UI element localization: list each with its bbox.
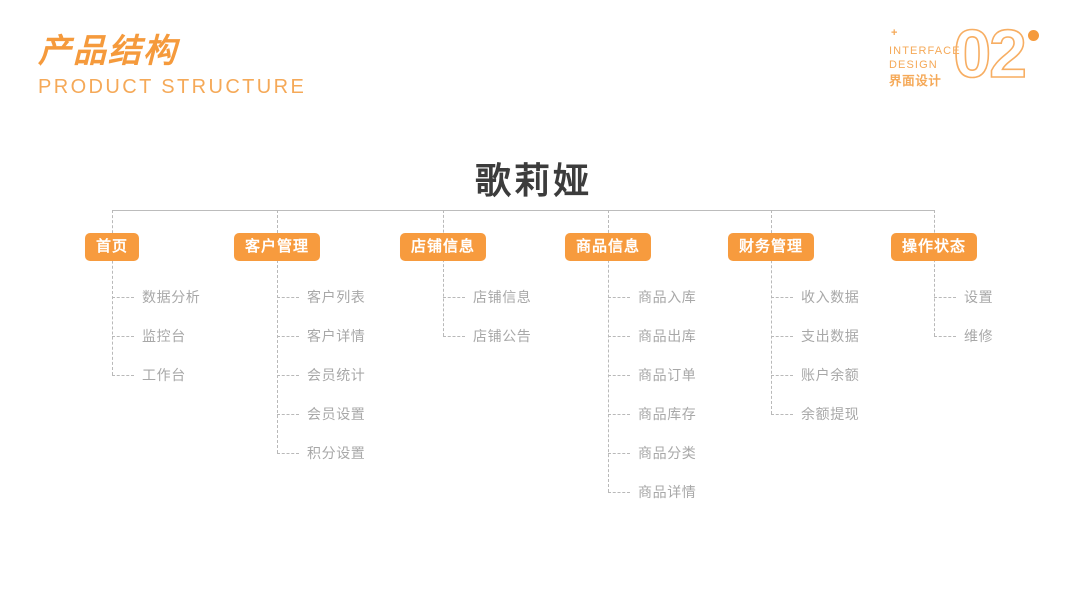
corner-badge-line2: DESIGN [889,59,938,72]
tree-leaf[interactable]: 商品出库 [608,328,696,344]
tree-leaf-connector [112,296,134,298]
tree-node-3[interactable]: 店铺信息 [399,233,487,262]
tree-leaf-connector [608,296,630,298]
tree-leaf[interactable]: 客户列表 [277,289,365,305]
tree-leaf-label: 支出数据 [801,328,860,344]
tree-leaf-label: 商品入库 [638,289,697,305]
tree-leaf-label: 客户列表 [307,289,366,305]
tree-leaf-connector [443,296,465,298]
tree-leaf-connector [608,452,630,454]
tree-node-2[interactable]: 客户管理 [233,233,321,262]
tree-leaf-label: 监控台 [142,328,186,344]
tree-leaf-connector [771,374,793,376]
tree-leaf-connector [771,335,793,337]
tree-leaf-connector [934,296,956,298]
tree-leaf[interactable]: 店铺公告 [443,328,531,344]
tree-leaf[interactable]: 收入数据 [771,289,859,305]
tree-node-6[interactable]: 操作状态 [890,233,978,262]
tree-leaf-connector [608,335,630,337]
tree-leaf[interactable]: 商品订单 [608,367,696,383]
tree-leaf-label: 会员统计 [307,367,366,383]
tree-leaf-label: 商品库存 [638,406,697,422]
tree-leaf[interactable]: 商品详情 [608,484,696,500]
tree-leaf[interactable]: 数据分析 [112,289,200,305]
tree-leaf-label: 设置 [964,289,994,305]
tree-leaf[interactable]: 商品入库 [608,289,696,305]
main-title: 歌莉娅 [474,160,592,201]
tree-leaf-label: 商品分类 [638,445,697,461]
corner-badge: + INTERFACE DESIGN 界面设计 02 [889,19,1039,104]
tree-leaf-connector [608,413,630,415]
tree-leaf[interactable]: 监控台 [112,328,186,344]
corner-badge-line-cn: 界面设计 [889,74,942,89]
section-number: 02 [953,16,1028,92]
tree-leaf-connector [277,452,299,454]
tree-leaf-connector [771,296,793,298]
tree-leaf[interactable]: 账户余额 [771,367,859,383]
plus-icon: + [891,27,898,39]
tree-leaf-connector [277,374,299,376]
tree-leaf-connector [771,413,793,415]
corner-badge-line1: INTERFACE [889,45,961,57]
tree-spine [934,210,935,336]
tree-leaf[interactable]: 维修 [934,328,993,344]
tree-bus-line [112,210,934,211]
tree-leaf-connector [112,335,134,337]
tree-leaf-connector [608,491,630,493]
slide-header: 产品结构 PRODUCT STRUCTURE [38,30,306,99]
tree-leaf[interactable]: 商品分类 [608,445,696,461]
tree-leaf-label: 店铺公告 [473,328,532,344]
accent-dot-icon [1028,30,1039,41]
tree-leaf-label: 客户详情 [307,328,366,344]
tree-spine [112,210,113,375]
tree-leaf-connector [277,413,299,415]
tree-leaf-label: 收入数据 [801,289,860,305]
tree-leaf[interactable]: 余额提现 [771,406,859,422]
tree-leaf-label: 工作台 [142,367,186,383]
tree-leaf-label: 店铺信息 [473,289,532,305]
tree-leaf-connector [277,335,299,337]
tree-leaf[interactable]: 会员统计 [277,367,365,383]
tree-node-1[interactable]: 首页 [84,233,140,262]
tree-leaf[interactable]: 商品库存 [608,406,696,422]
tree-leaf-connector [443,335,465,337]
tree-leaf-label: 账户余额 [801,367,860,383]
tree-leaf[interactable]: 工作台 [112,367,186,383]
tree-leaf[interactable]: 积分设置 [277,445,365,461]
tree-leaf-connector [277,296,299,298]
tree-leaf[interactable]: 店铺信息 [443,289,531,305]
tree-node-5[interactable]: 财务管理 [727,233,815,262]
page-title-en: PRODUCT STRUCTURE [38,76,307,99]
tree-spine [608,210,609,492]
tree-leaf-connector [608,374,630,376]
tree-leaf-label: 会员设置 [307,406,366,422]
tree-leaf-label: 积分设置 [307,445,366,461]
tree-leaf-label: 数据分析 [142,289,201,305]
tree-leaf[interactable]: 支出数据 [771,328,859,344]
tree-node-4[interactable]: 商品信息 [564,233,652,262]
tree-leaf-label: 维修 [964,328,994,344]
tree-leaf-connector [112,374,134,376]
tree-leaf-label: 商品详情 [638,484,697,500]
tree-leaf-label: 商品出库 [638,328,697,344]
tree-leaf-label: 余额提现 [801,406,860,422]
tree-spine [443,210,444,336]
page-title-cn: 产品结构 [38,32,178,69]
tree-leaf[interactable]: 设置 [934,289,993,305]
tree-leaf[interactable]: 会员设置 [277,406,365,422]
corner-badge-text: INTERFACE DESIGN 界面设计 [889,44,961,89]
tree-spine [277,210,278,453]
tree-leaf[interactable]: 客户详情 [277,328,365,344]
tree-spine [771,210,772,414]
tree-leaf-connector [934,335,956,337]
tree-leaf-label: 商品订单 [638,367,697,383]
